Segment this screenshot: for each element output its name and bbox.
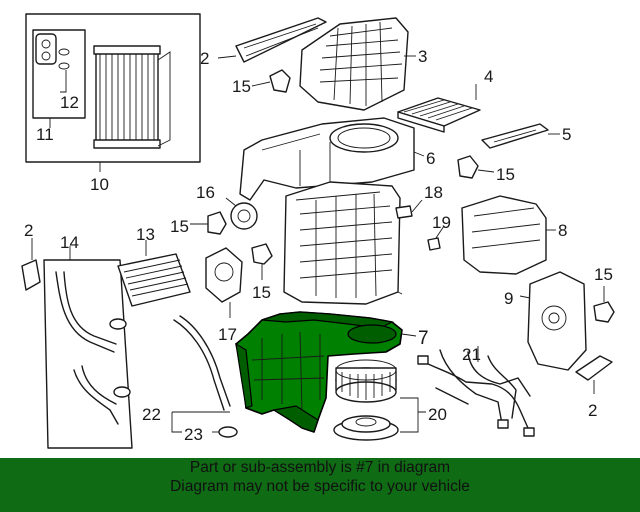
part-19-sensor	[427, 225, 445, 251]
label-6: 6	[426, 149, 435, 168]
label-22: 22	[142, 405, 161, 424]
label-15-right: 15	[496, 165, 515, 184]
label-9: 9	[504, 289, 513, 308]
label-21: 21	[462, 345, 481, 364]
part-15-clip-far-right	[593, 286, 615, 323]
part-7-highlighted	[235, 311, 417, 433]
part-15-clip-left	[190, 211, 227, 235]
label-5: 5	[562, 125, 571, 144]
part-18-connector	[395, 199, 423, 219]
diagram-canvas: 2 3 4 5 6 7 8 9 10 11 12 13 14 15 15 15 …	[21, 13, 615, 449]
info-banner: Part or sub-assembly is #7 in diagram Di…	[0, 458, 640, 512]
label-10: 10	[90, 175, 109, 194]
label-17: 17	[218, 325, 237, 344]
part-5-bracket	[481, 123, 560, 149]
part-15-clip-center	[251, 243, 273, 280]
part-22-tube	[173, 315, 231, 411]
label-3: 3	[418, 47, 427, 66]
label-18: 18	[424, 183, 443, 202]
label-15-center: 15	[252, 283, 271, 302]
label-20: 20	[428, 405, 447, 424]
label-2-left: 2	[24, 221, 33, 240]
label-14: 14	[60, 233, 79, 252]
label-4: 4	[484, 67, 493, 86]
evaporator-box	[25, 13, 201, 172]
banner-line-2: Diagram may not be specific to your vehi…	[170, 478, 470, 495]
label-15-far-right: 15	[594, 265, 613, 284]
part-21-harness	[417, 346, 535, 437]
label-11: 11	[36, 125, 54, 144]
part-2-top	[217, 17, 327, 63]
label-23: 23	[184, 425, 203, 444]
label-8: 8	[558, 221, 567, 240]
part-20-blower	[333, 359, 426, 441]
label-12: 12	[60, 93, 79, 112]
label-2-right: 2	[588, 401, 597, 420]
part-6-housing	[239, 117, 425, 201]
part-3-upper-case	[299, 17, 416, 111]
part-9-actuator	[519, 271, 587, 371]
part-13-heater-core	[117, 240, 191, 307]
part-4-filter	[397, 84, 481, 133]
label-16: 16	[196, 183, 215, 202]
part-8-housing	[461, 195, 556, 275]
part-16-motor	[225, 197, 258, 230]
part-2-left	[21, 238, 41, 291]
part-15-clip-right	[457, 155, 495, 179]
label-15-top: 15	[232, 77, 251, 96]
part-23-grommet	[212, 426, 238, 438]
part-1-main-unit	[283, 181, 403, 305]
leader-22-23	[171, 411, 230, 433]
part-17-actuator	[205, 247, 243, 318]
part-2-right	[575, 355, 613, 394]
label-7: 7	[418, 328, 429, 349]
label-15-left: 15	[170, 217, 189, 236]
label-2-top: 2	[200, 49, 209, 68]
label-13: 13	[136, 225, 155, 244]
hose-box	[43, 246, 133, 449]
part-15-clip-top	[251, 69, 291, 93]
label-19: 19	[432, 213, 451, 232]
banner-line-1: Part or sub-assembly is #7 in diagram	[189, 459, 451, 476]
